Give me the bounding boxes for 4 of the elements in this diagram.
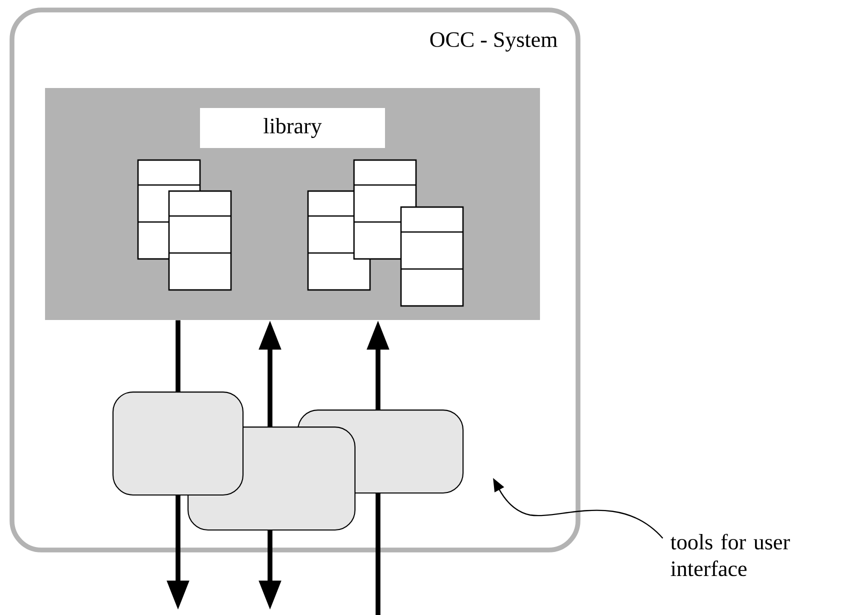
note-text: tools for user interface — [670, 534, 790, 576]
table-drawing — [400, 206, 464, 307]
table-drawing — [168, 190, 232, 291]
tool-box — [112, 392, 244, 496]
